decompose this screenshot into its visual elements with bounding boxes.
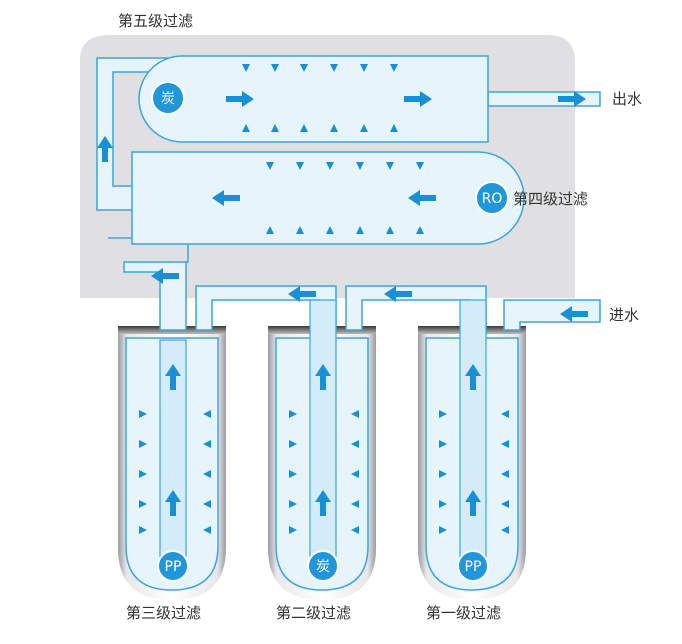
label-stage2: 第二级过滤 (276, 604, 351, 622)
arrow-icon (351, 410, 359, 418)
arrow-icon (271, 124, 279, 132)
arrow-icon (139, 440, 147, 448)
stage5-module (138, 55, 489, 143)
large-flow-arrow-icon (315, 490, 331, 516)
arrow-icon (203, 410, 211, 418)
badge-pp-left-text: PP (165, 559, 182, 575)
label-water-out: 出水 (612, 90, 642, 108)
arrow-icon (139, 526, 147, 534)
arrow-icon (501, 500, 509, 508)
arrow-icon (266, 226, 274, 234)
inner-tubes (159, 299, 487, 561)
large-flow-arrow-icon (151, 268, 179, 284)
arrow-icon (330, 64, 338, 72)
badge-carbon-top: 炭 (151, 81, 185, 115)
badge-carbon-mid-text: 炭 (316, 559, 330, 575)
arrow-icon (139, 500, 147, 508)
arrow-icon (203, 440, 211, 448)
label-stage4: 第四级过滤 (513, 190, 588, 208)
large-flow-arrow-icon (404, 91, 432, 107)
label-stage5: 第五级过滤 (118, 12, 193, 30)
arrow-icon (351, 526, 359, 534)
arrow-icon (326, 162, 334, 170)
arrow-icon (351, 470, 359, 478)
arrow-icon (501, 470, 509, 478)
badge-pp-right-text: PP (465, 559, 482, 575)
arrow-icon (289, 470, 297, 478)
badge-ro-text: RO (482, 191, 503, 207)
flow-arrows (97, 64, 588, 534)
large-flow-arrow-icon (212, 190, 240, 206)
large-flow-arrow-icon (560, 306, 588, 322)
badge-carbon-top-text: 炭 (161, 91, 175, 107)
arrow-icon (271, 64, 279, 72)
arrow-icon (242, 64, 250, 72)
arrow-icon (439, 526, 447, 534)
large-flow-arrow-icon (465, 490, 481, 516)
arrow-icon (296, 162, 304, 170)
arrow-icon (501, 410, 509, 418)
large-flow-arrow-icon (408, 190, 436, 206)
arrow-icon (296, 226, 304, 234)
arrow-icon (139, 470, 147, 478)
arrow-icon (289, 526, 297, 534)
large-flow-arrow-icon (465, 364, 481, 390)
arrow-icon (439, 410, 447, 418)
arrow-icon (351, 440, 359, 448)
badge-ro: RO (475, 181, 509, 215)
large-flow-arrow-icon (97, 136, 113, 162)
stage4-module (131, 151, 525, 245)
large-flow-arrow-icon (558, 91, 586, 107)
arrow-icon (300, 124, 308, 132)
arrow-icon (501, 526, 509, 534)
arrow-icon (356, 162, 364, 170)
large-flow-arrow-icon (226, 91, 254, 107)
label-stage1: 第一级过滤 (426, 604, 501, 622)
arrow-icon (266, 162, 274, 170)
arrow-icon (203, 526, 211, 534)
pipe-inlet (503, 299, 601, 331)
badge-pp-left: PP (157, 550, 189, 582)
arrow-icon (330, 124, 338, 132)
arrow-icon (360, 64, 368, 72)
arrow-icon (351, 500, 359, 508)
arrow-icon (300, 64, 308, 72)
arrow-icon (390, 64, 398, 72)
label-water-in: 进水 (609, 306, 639, 324)
arrow-icon (326, 226, 334, 234)
arrow-icon (289, 440, 297, 448)
badge-pp-right: PP (457, 550, 489, 582)
large-flow-arrow-icon (288, 286, 316, 302)
arrow-icon (390, 124, 398, 132)
arrow-icon (289, 410, 297, 418)
large-flow-arrow-icon (165, 364, 181, 390)
arrow-icon (203, 500, 211, 508)
arrow-icon (386, 226, 394, 234)
arrow-icon (289, 500, 297, 508)
arrow-icon (203, 470, 211, 478)
arrow-icon (386, 162, 394, 170)
badge-carbon-mid: 炭 (307, 550, 339, 582)
arrow-icon (501, 440, 509, 448)
large-flow-arrow-icon (315, 364, 331, 390)
arrow-icon (439, 440, 447, 448)
arrow-icon (416, 162, 424, 170)
label-stage3: 第三级过滤 (126, 604, 201, 622)
arrow-icon (439, 500, 447, 508)
large-flow-arrow-icon (165, 490, 181, 516)
arrow-icon (360, 124, 368, 132)
arrow-icon (242, 124, 250, 132)
arrow-icon (416, 226, 424, 234)
arrow-icon (356, 226, 364, 234)
arrow-icon (139, 410, 147, 418)
arrow-icon (439, 470, 447, 478)
large-flow-arrow-icon (384, 286, 412, 302)
